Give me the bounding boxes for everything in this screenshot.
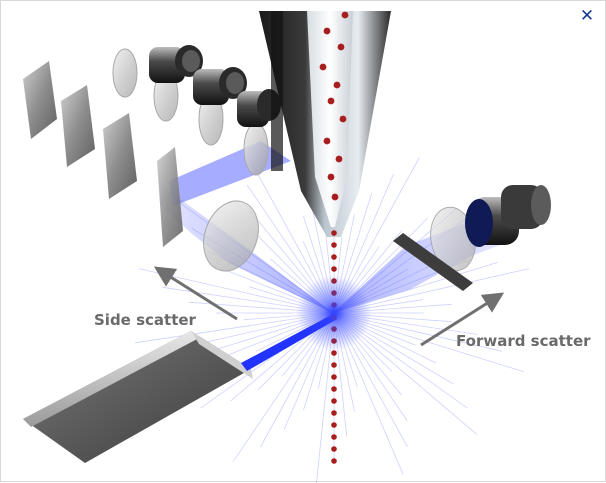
forward-scatter-arrow xyxy=(420,292,505,347)
cell-particle xyxy=(331,230,337,236)
cell-particle xyxy=(331,374,337,380)
flow-nozzle xyxy=(259,11,391,237)
cell-particle xyxy=(331,242,337,248)
collection-lenses xyxy=(112,48,476,272)
mirror-4 xyxy=(157,147,183,247)
cell-particle xyxy=(331,350,337,356)
cell-particle xyxy=(331,446,337,452)
cell-particle xyxy=(323,27,331,35)
detector-2 xyxy=(193,67,247,105)
interrogation-point xyxy=(296,275,372,351)
side-scatter-arrow xyxy=(153,266,238,321)
cell-particle xyxy=(319,63,327,71)
cell-particle xyxy=(331,266,337,272)
cell-particle xyxy=(331,434,337,440)
forward-filter xyxy=(393,233,473,291)
laser-source xyxy=(23,313,337,463)
mirror-1 xyxy=(23,61,57,139)
lens-1 xyxy=(112,48,138,98)
forward-detector xyxy=(393,185,551,291)
lens-4 xyxy=(243,122,269,176)
cell-particle xyxy=(331,386,337,392)
mirror-2 xyxy=(61,85,95,167)
cell-particle xyxy=(341,11,349,19)
detector-1 xyxy=(149,45,203,83)
close-icon[interactable]: ✕ xyxy=(579,6,595,26)
cell-particle xyxy=(327,97,335,105)
cell-particle xyxy=(331,422,337,428)
cell-particle xyxy=(327,173,335,181)
forward-scatter-label: Forward scatter xyxy=(456,332,591,350)
dichroic-mirrors xyxy=(23,61,183,247)
cell-particle xyxy=(333,81,341,89)
cell-particle xyxy=(335,155,343,163)
mirror-3 xyxy=(103,113,137,199)
side-detectors xyxy=(149,45,281,127)
side-scatter-label: Side scatter xyxy=(94,311,196,329)
cell-particle xyxy=(331,193,339,201)
cell-particle xyxy=(331,458,337,464)
cell-particle xyxy=(323,137,331,145)
cell-particle xyxy=(339,115,347,123)
cell-stream xyxy=(319,11,349,464)
cell-particle xyxy=(337,43,345,51)
cell-particle xyxy=(331,398,337,404)
close-button[interactable]: ✕ xyxy=(577,6,597,26)
cell-particle xyxy=(331,254,337,260)
cell-particle xyxy=(331,410,337,416)
side-lens xyxy=(203,200,259,272)
cell-particle xyxy=(331,362,337,368)
